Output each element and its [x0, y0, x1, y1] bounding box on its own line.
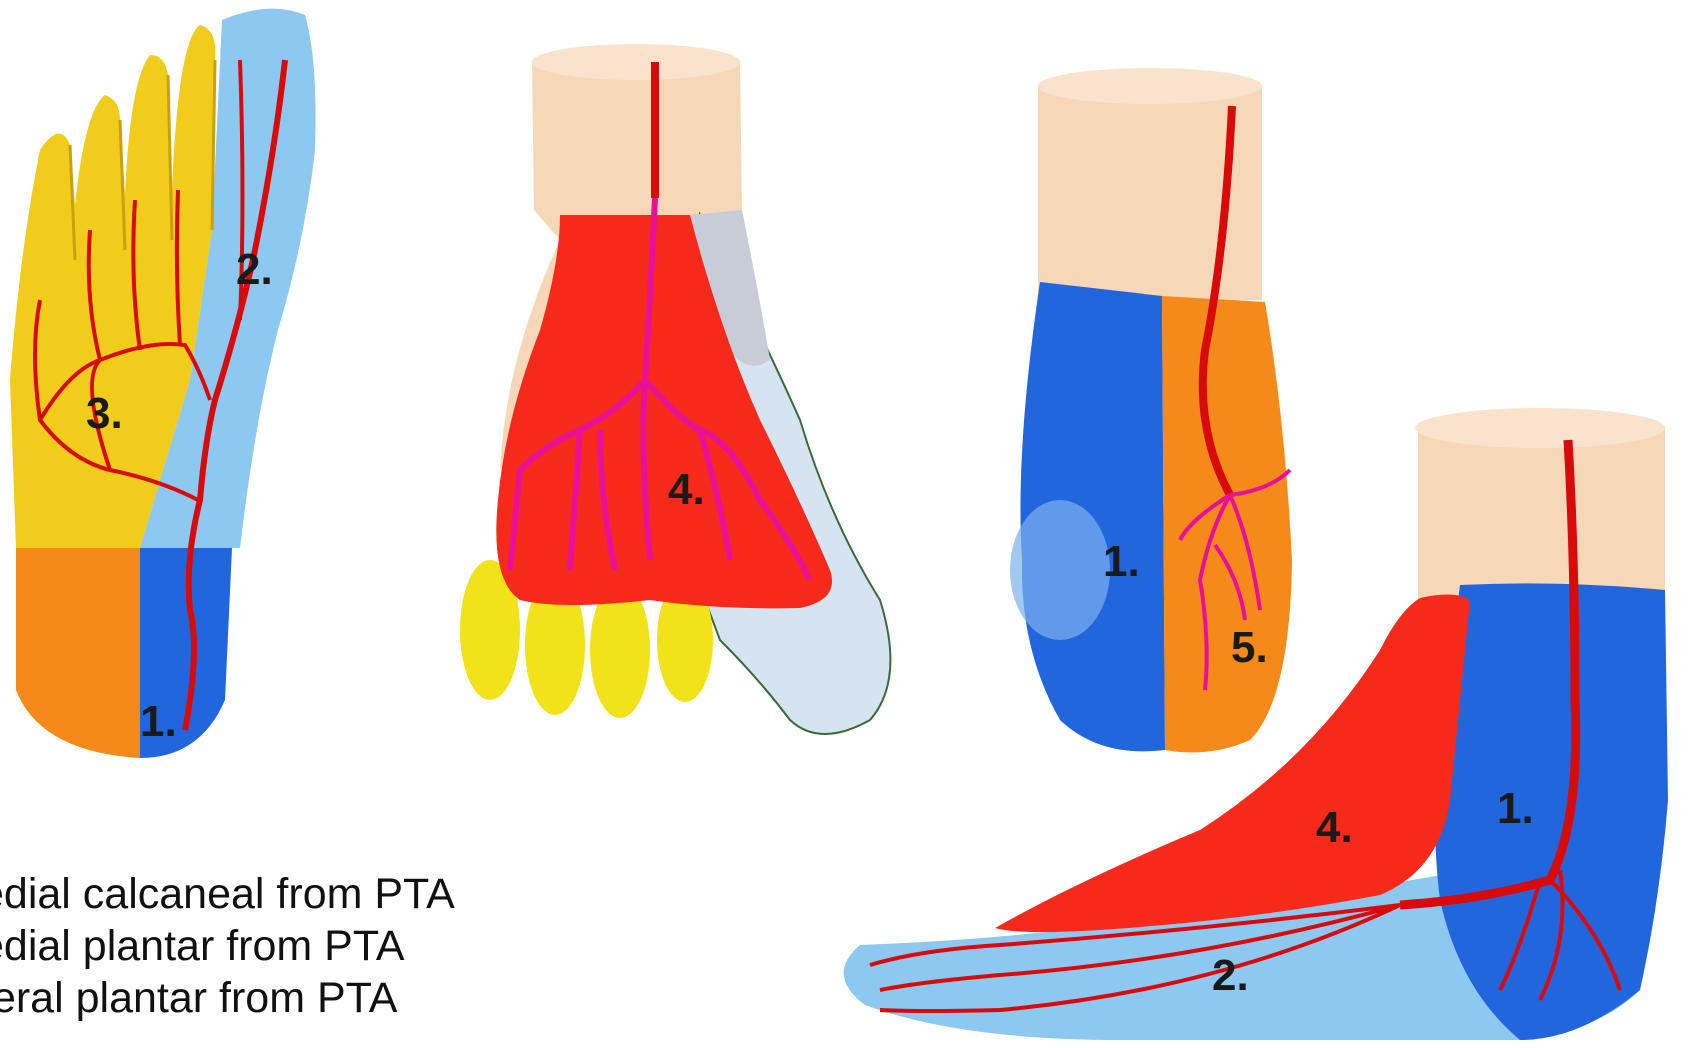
plantar-heel-orange-region [16, 548, 140, 758]
label-medial-2: 2. [1212, 951, 1249, 1000]
medial-leg-top [1415, 408, 1665, 448]
plantar-foot-illustration: 1. 2. 3. [10, 9, 316, 758]
label-plantar-3: 3. [86, 389, 123, 438]
dorsal-leg-top [532, 44, 740, 80]
label-posterior-5: 5. [1231, 623, 1268, 672]
dorsal-foot-illustration: 4. [460, 44, 890, 734]
legend-item-2: edial plantar from PTA [0, 920, 455, 972]
legend-item-3: teral plantar from PTA [0, 972, 455, 1024]
posterior-lightblue-bulge [1010, 500, 1110, 640]
label-plantar-2: 2. [236, 245, 273, 294]
posterior-heel-illustration: 1. 5. [1010, 68, 1292, 752]
posterior-leg-top [1038, 68, 1262, 104]
legend-item-1: edial calcaneal from PTA [0, 868, 455, 920]
label-dorsal-4: 4. [668, 465, 705, 514]
legend: edial calcaneal from PTA edial plantar f… [0, 868, 455, 1024]
label-medial-4: 4. [1316, 803, 1353, 852]
label-posterior-1: 1. [1103, 537, 1140, 586]
label-plantar-1: 1. [140, 697, 177, 746]
posterior-orange-region [1162, 296, 1292, 752]
label-medial-1: 1. [1497, 784, 1534, 833]
